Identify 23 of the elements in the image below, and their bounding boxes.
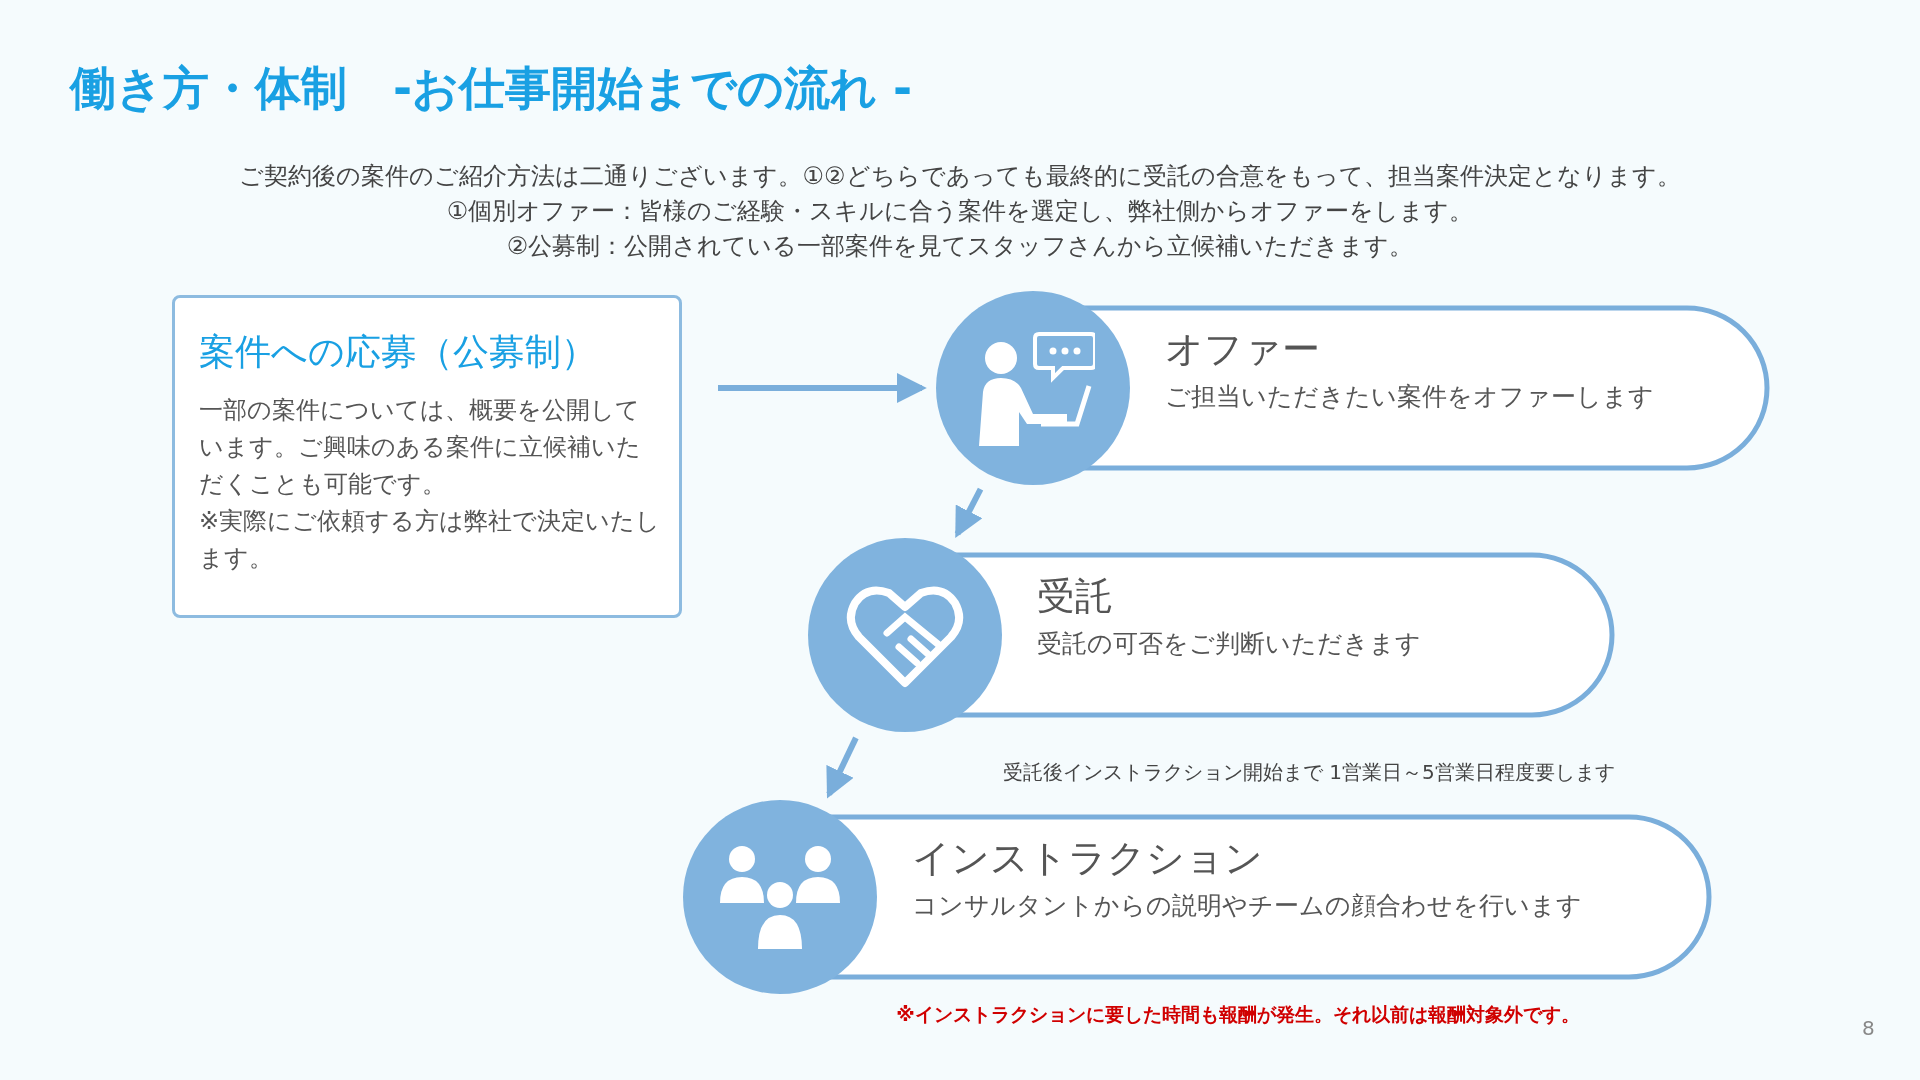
step-text: 受託の可否をご判断いただきます bbox=[1037, 628, 1421, 660]
step-pill bbox=[683, 800, 1712, 994]
note-text: ※インストラクションに要した時間も報酬が発生。それ以前は報酬対象外です。 bbox=[896, 1002, 1580, 1027]
arrow bbox=[954, 487, 984, 539]
step-pill bbox=[936, 291, 1770, 485]
arrow bbox=[826, 736, 859, 799]
card-text: ※実際にご依頼する方は弊社で決定いたします。 bbox=[199, 506, 661, 574]
intro-text: ご契約後の案件のご紹介方法は二通りございます。①②どちらであっても最終的に受託の合意をもって、担当案件決定となります。 bbox=[239, 161, 1681, 192]
step-text: コンサルタントからの説明やチームの顔合わせを行います bbox=[912, 890, 1582, 922]
arrow bbox=[718, 373, 927, 403]
info-card bbox=[172, 295, 682, 618]
page-number: 8 bbox=[1862, 1016, 1875, 1040]
step-heading: オファー bbox=[1165, 326, 1320, 373]
note-text: 受託後インストラクション開始まで 1営業日～5営業日程度要します bbox=[1003, 759, 1615, 786]
step-text: ご担当いただきたい案件をオファーします bbox=[1165, 381, 1654, 413]
step-heading: インストラクション bbox=[912, 835, 1263, 882]
intro-text: ①個別オファー：皆様のご経験・スキルに合う案件を選定し、弊社側からオファーをします。 bbox=[446, 196, 1474, 227]
card-text: 一部の案件については、概要を公開しています。ご興味のある案件に立候補いただくことも可能です。 bbox=[199, 395, 642, 500]
step-heading: 受託 bbox=[1037, 573, 1113, 620]
card-heading: 案件への応募（公募制） bbox=[199, 330, 598, 374]
step-pill bbox=[808, 538, 1615, 732]
slide-title: 働き方・体制 -お仕事開始までの流れ - bbox=[70, 60, 913, 117]
intro-text: ②公募制：公開されている一部案件を見てスタッフさんから立候補いただきます。 bbox=[506, 231, 1414, 262]
